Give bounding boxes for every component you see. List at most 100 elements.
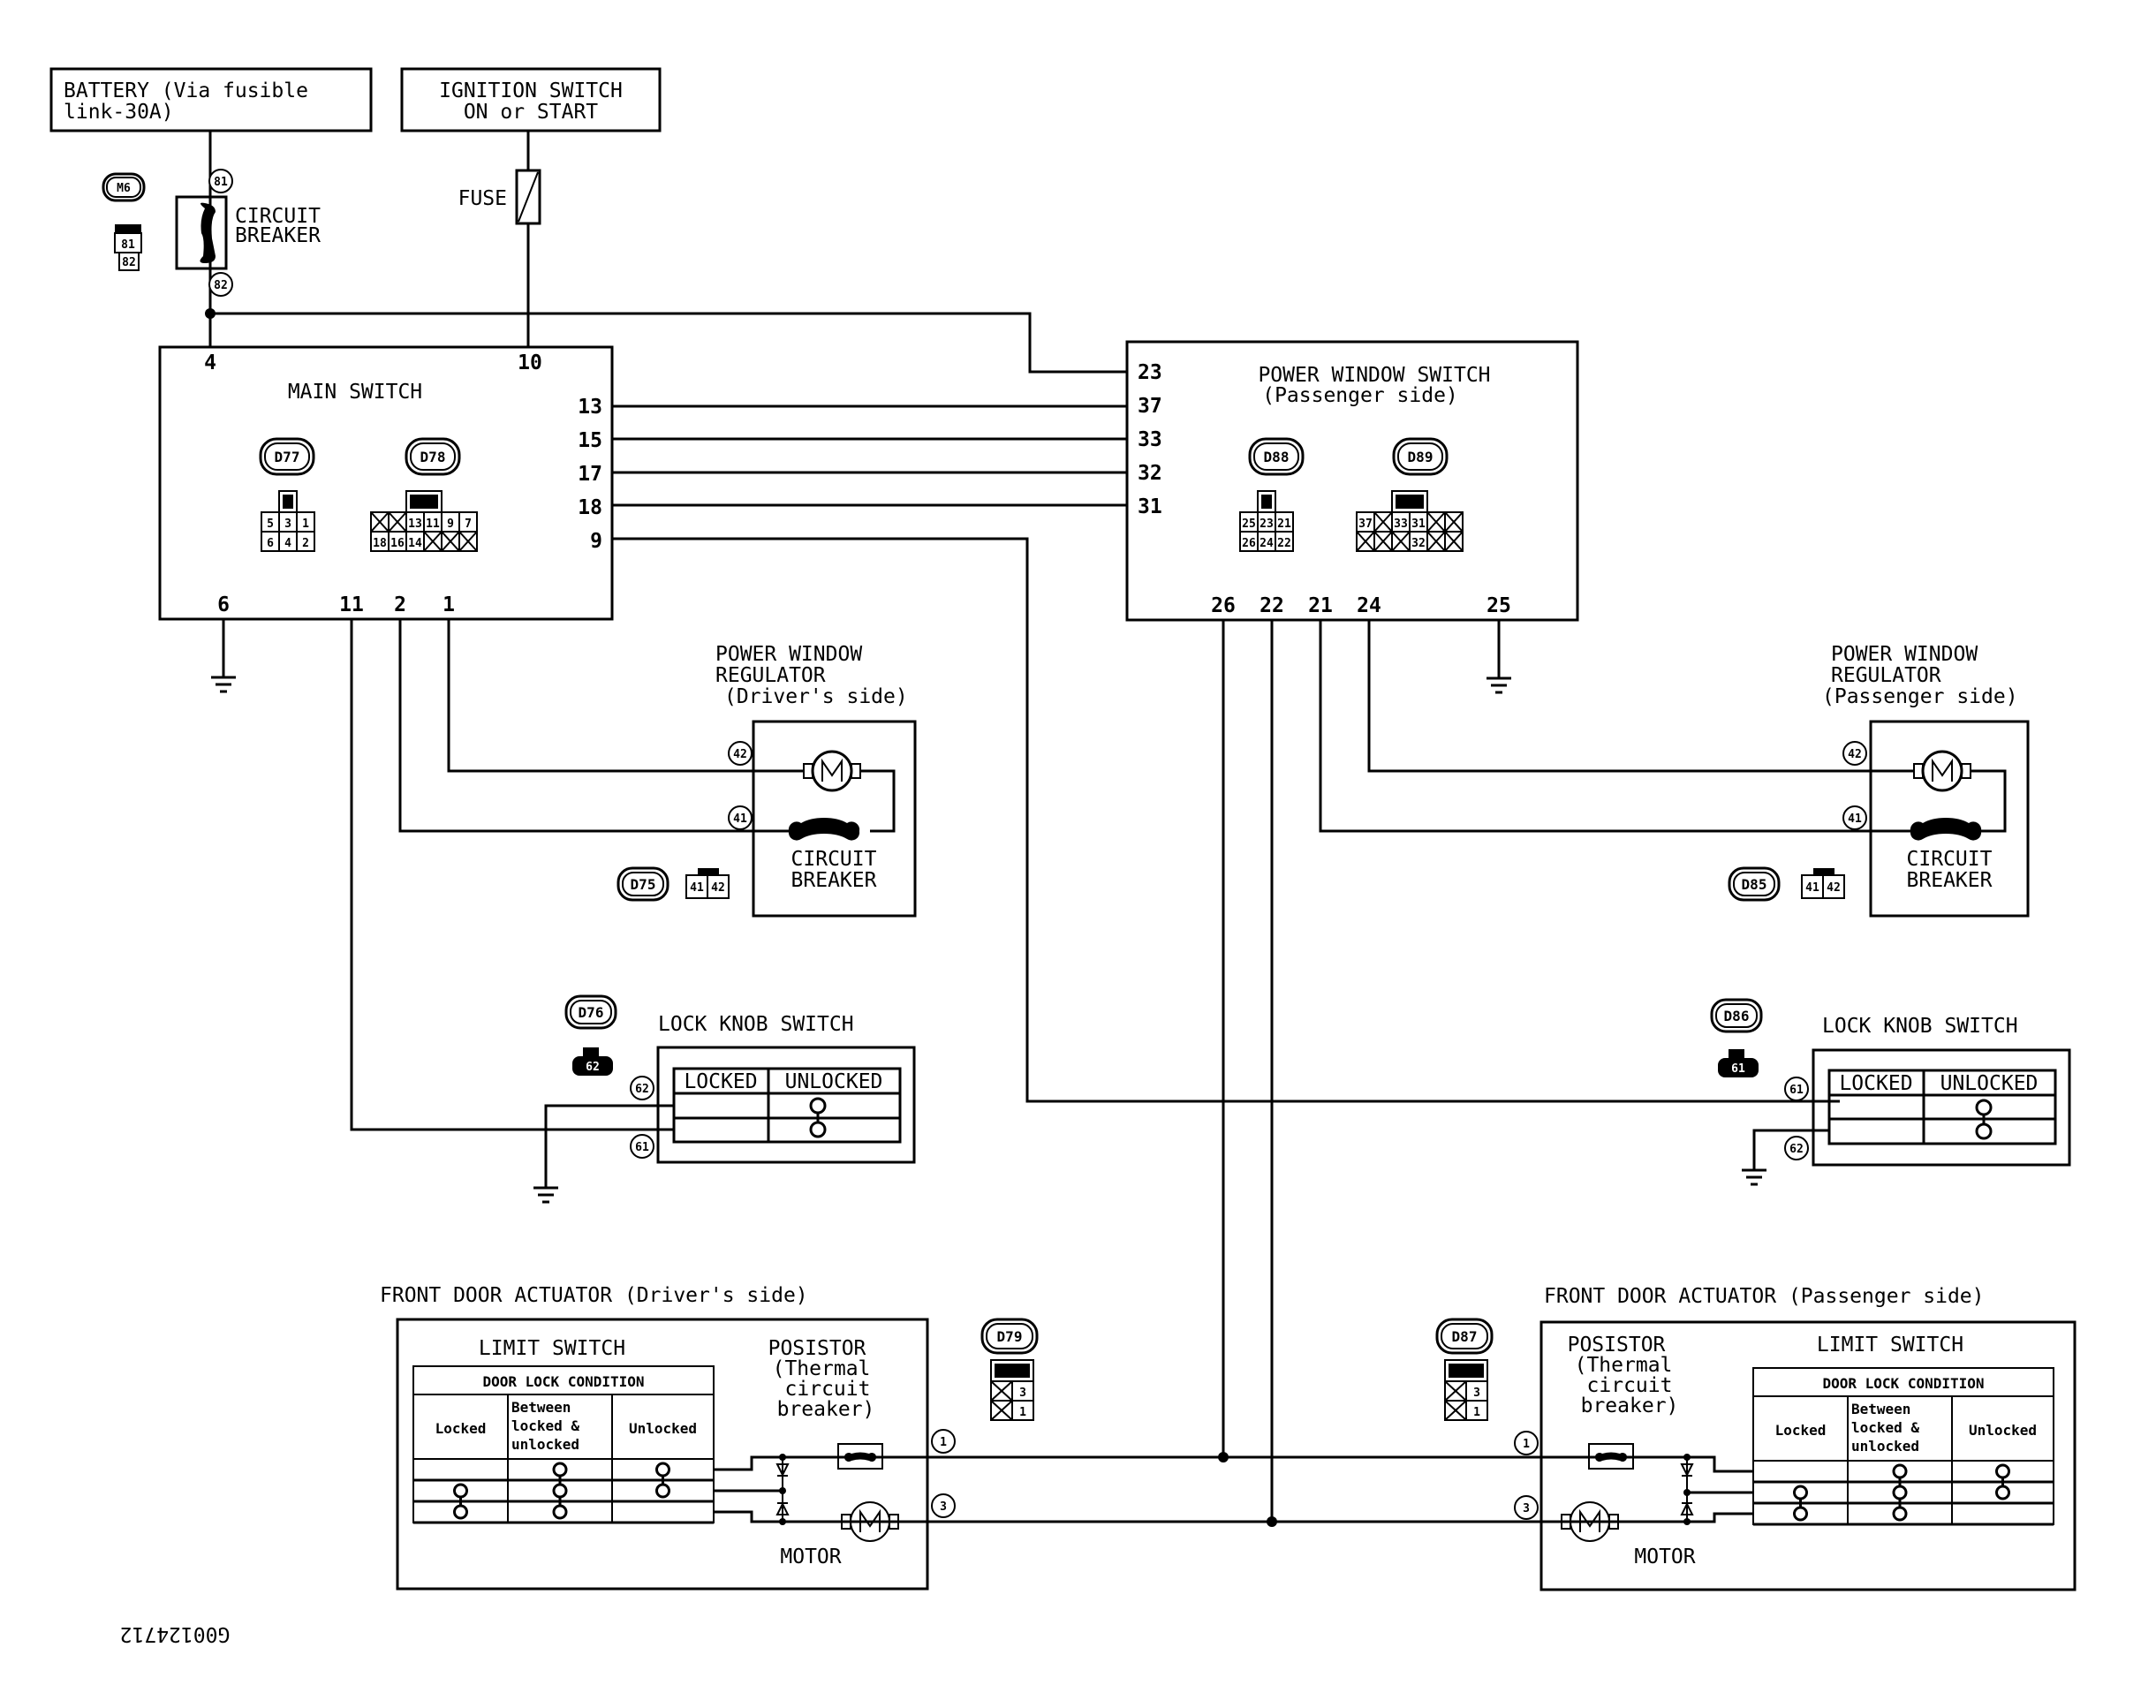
lock-knob-driver-title: LOCK KNOB SWITCH xyxy=(658,1013,854,1036)
svg-text:1: 1 xyxy=(940,1436,947,1449)
wire-pw-21-to-41 xyxy=(1319,620,1912,833)
svg-text:82: 82 xyxy=(122,256,136,269)
posistor-label-1: POSISTOR xyxy=(768,1337,866,1360)
col-locked: LOCKED xyxy=(684,1070,757,1093)
svg-text:D78: D78 xyxy=(420,449,446,465)
regulator-passenger-title-1: POWER WINDOW xyxy=(1831,643,1978,666)
svg-text:3: 3 xyxy=(1473,1387,1480,1400)
ground-icon xyxy=(533,1186,558,1204)
regulator-driver-breaker-1: CIRCUIT xyxy=(791,848,877,871)
svg-text:D77: D77 xyxy=(275,449,300,465)
svg-text:37: 37 xyxy=(1358,518,1373,531)
circuit-breaker-icon xyxy=(1910,818,1982,841)
svg-text:82: 82 xyxy=(214,279,228,292)
regulator-driver-box xyxy=(752,720,917,918)
posistor-label-2: (Thermal xyxy=(773,1357,871,1380)
svg-text:7: 7 xyxy=(465,518,472,531)
svg-text:3: 3 xyxy=(1019,1387,1026,1400)
pin-82: 82 xyxy=(208,272,233,297)
svg-text:M6: M6 xyxy=(117,182,131,195)
connector-cavity xyxy=(296,531,315,552)
actuator-passenger-internals xyxy=(1541,1443,1753,1542)
posistor-label-4: breaker) xyxy=(777,1398,875,1421)
limit-switch-label: LIMIT SWITCH xyxy=(479,1337,625,1360)
pin-42-driver: 42 xyxy=(728,741,753,766)
main-pin-15: 15 xyxy=(578,429,602,452)
contact-mark xyxy=(453,1483,468,1499)
connector-cavity xyxy=(1465,1400,1488,1421)
svg-text:61: 61 xyxy=(1731,1062,1745,1076)
actuator-passenger-title: FRONT DOOR ACTUATOR (Passenger side) xyxy=(1544,1285,1985,1308)
motor-icon xyxy=(803,750,861,792)
actuator-driver-box xyxy=(396,1318,929,1591)
svg-text:18: 18 xyxy=(373,537,387,550)
column-header: unlocked xyxy=(511,1436,579,1453)
connector-cavity xyxy=(1444,531,1464,552)
svg-text:D88: D88 xyxy=(1264,449,1290,465)
main-pin-10: 10 xyxy=(518,351,542,374)
connector-badge-d75: D75 xyxy=(617,866,669,902)
regulator-passenger-breaker-2: BREAKER xyxy=(1907,869,1993,892)
connector-d75-pins: 41 42 xyxy=(685,868,730,899)
contact-mark xyxy=(552,1504,568,1520)
posistor-label-1: POSISTOR xyxy=(1568,1334,1666,1357)
svg-text:14: 14 xyxy=(408,537,422,550)
motor-icon xyxy=(1913,750,1971,792)
ground-icon xyxy=(1742,1168,1766,1186)
pw-pin-22: 22 xyxy=(1260,594,1284,617)
junction-dot xyxy=(1218,1452,1229,1462)
col-unlocked: UNLOCKED xyxy=(785,1070,883,1093)
pw-pin-31: 31 xyxy=(1138,495,1162,518)
svg-text:5: 5 xyxy=(267,518,274,531)
contact-mark xyxy=(1793,1485,1808,1500)
svg-text:9: 9 xyxy=(447,518,454,531)
regulator-driver-internal-wire xyxy=(860,769,896,833)
diode-icon xyxy=(775,1463,790,1477)
svg-text:D89: D89 xyxy=(1408,449,1434,465)
wire-main-1-to-42 xyxy=(447,619,814,773)
svg-text:D87: D87 xyxy=(1452,1328,1478,1345)
svg-text:2: 2 xyxy=(302,537,309,550)
svg-text:61: 61 xyxy=(635,1141,649,1154)
svg-text:4: 4 xyxy=(284,537,291,550)
contact-mark xyxy=(453,1504,468,1520)
ignition-source: IGNITION SWITCH ON or START xyxy=(400,67,662,132)
svg-text:D79: D79 xyxy=(997,1328,1023,1345)
regulator-passenger-title-2: REGULATOR xyxy=(1831,664,1941,687)
svg-text:D75: D75 xyxy=(631,876,656,893)
svg-text:41: 41 xyxy=(733,812,747,826)
connector-badge-d85: D85 xyxy=(1728,866,1781,902)
contact-mark xyxy=(552,1483,568,1499)
contact-mark xyxy=(552,1462,568,1477)
svg-text:41: 41 xyxy=(1848,812,1862,826)
actuator-driver-internals xyxy=(714,1443,927,1542)
passenger-switch-title: POWER WINDOW SWITCH xyxy=(1258,364,1490,387)
connector-badge-d87: D87 xyxy=(1435,1318,1494,1355)
main-pin-17: 17 xyxy=(578,463,602,486)
motor-icon xyxy=(841,1501,899,1542)
circuit-breaker-m6-box xyxy=(175,195,228,270)
svg-text:26: 26 xyxy=(1242,537,1256,550)
lock-knob-passenger-box xyxy=(1812,1048,2071,1167)
posistor-label-3: circuit xyxy=(1587,1374,1673,1397)
col-unlocked: UNLOCKED xyxy=(1940,1072,2039,1095)
connector-cavity xyxy=(458,531,478,552)
contact-mark xyxy=(1995,1463,2010,1479)
battery-label-line2: link-30A) xyxy=(64,101,174,124)
pin-1-passenger: 1 xyxy=(1514,1431,1539,1455)
svg-text:24: 24 xyxy=(1260,537,1274,550)
pw-pin-32: 32 xyxy=(1138,462,1162,485)
connector-badge-d76: D76 xyxy=(564,994,617,1030)
main-switch: MAIN SWITCH 4 10 13 15 17 18 9 6 11 2 1 … xyxy=(158,345,614,621)
lock-knob-passenger-table: LOCKED UNLOCKED xyxy=(1827,1069,2057,1145)
ignition-label-line1: IGNITION SWITCH xyxy=(439,79,623,102)
svg-text:81: 81 xyxy=(214,176,228,189)
pin-61-passenger: 61 xyxy=(1784,1077,1809,1101)
motor-label: MOTOR xyxy=(780,1546,841,1568)
contact-mark xyxy=(1892,1485,1908,1500)
table-title: DOOR LOCK CONDITION xyxy=(1822,1375,1984,1392)
column-header: locked & xyxy=(1851,1419,1919,1436)
connector-badge-d86: D86 xyxy=(1710,998,1763,1033)
